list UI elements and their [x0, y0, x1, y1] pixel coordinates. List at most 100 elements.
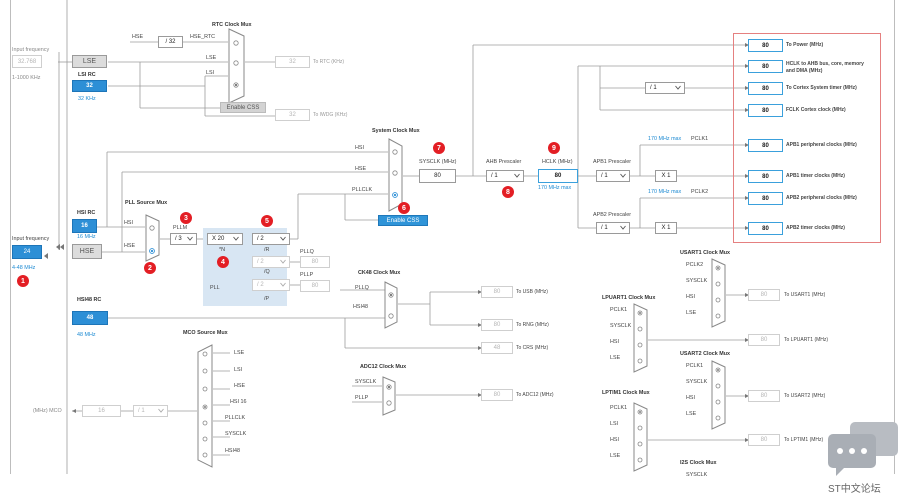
pllm-select[interactable]: / 3	[170, 233, 197, 245]
pllq-select[interactable]: / 2	[252, 256, 290, 268]
lptim1-clock-mux[interactable]	[633, 402, 648, 472]
apb2-prescaler-select[interactable]: / 1	[596, 222, 630, 234]
adc12-sysclk-label: SYSCLK	[355, 379, 377, 385]
lpuart1-input-pclk1: PCLK1	[610, 307, 628, 313]
apb2-timer-value[interactable]: 80	[748, 222, 783, 235]
mco-output-label: (MHz) MCO	[33, 408, 62, 414]
chevron-down-icon	[187, 236, 193, 241]
lpuart1-clock-mux[interactable]	[633, 303, 648, 373]
step-marker-4: 4	[217, 256, 229, 268]
lptim1-mux-title: LPTIM1 Clock Mux	[602, 390, 650, 396]
apb1-timer-value[interactable]: 80	[748, 170, 783, 183]
hse-input-frequency-field[interactable]: 24	[12, 245, 42, 259]
usb-clock-label: To USB (MHz)	[516, 289, 548, 295]
sysclk-value[interactable]: 80	[419, 169, 456, 183]
lsi-rc-frequency: 32 KHz	[78, 96, 96, 102]
lpuart1-input-hsi: HSI	[610, 339, 619, 345]
usart1-input-sysclk: SYSCLK	[686, 278, 708, 284]
step-marker-8: 8	[502, 186, 514, 198]
lse-oscillator[interactable]: LSE	[72, 55, 107, 68]
mco-mux-title: MCO Source Mux	[183, 330, 228, 336]
usart1-clock-mux[interactable]	[711, 258, 726, 328]
lptim1-input-hsi: HSI	[610, 437, 619, 443]
adc12-clock-mux[interactable]	[382, 376, 396, 416]
fclk-value[interactable]: 80	[748, 104, 783, 117]
hclk-value[interactable]: 80	[538, 169, 578, 183]
ck48-pllq-label: PLLQ	[355, 285, 369, 291]
mco-divider-select[interactable]: / 1	[133, 405, 168, 417]
system-mux-pllclk-label: PLLCLK	[352, 187, 373, 193]
lptim1-input-lse: LSE	[610, 453, 621, 459]
pllq-output-label: PLLQ	[300, 249, 314, 255]
mco-input-hsi48: HSI48	[225, 448, 240, 454]
pll-source-mux[interactable]	[145, 214, 160, 262]
pllr-select[interactable]: / 2	[252, 233, 290, 245]
usart2-input-lse: LSE	[686, 411, 697, 417]
power-clock-value[interactable]: 80	[748, 39, 783, 52]
lse-input-frequency-label: Input frequency	[12, 47, 50, 53]
apb2-max-label: 170 MHz max	[648, 189, 682, 195]
usart2-input-hsi: HSI	[686, 395, 695, 401]
apb2-prescaler-value: / 1	[601, 225, 608, 231]
system-mux-hse-label: HSE	[355, 166, 367, 172]
lptim1-input-lsi: LSI	[610, 421, 619, 427]
ck48-clock-mux[interactable]	[384, 281, 398, 329]
pllm-value: / 3	[175, 236, 182, 242]
ck48-mux-title: CK48 Clock Mux	[358, 270, 401, 276]
system-clock-mux[interactable]	[388, 138, 403, 212]
lsi-rc-value: 32	[72, 80, 107, 92]
apb1-prescaler-label: APB1 Prescaler	[593, 159, 632, 165]
hse-rtc-divider[interactable]: / 32	[158, 36, 183, 48]
mco-source-mux[interactable]	[197, 344, 213, 468]
lpuart1-input-lse: LSE	[610, 355, 621, 361]
i2s-mux-title: I2S Clock Mux	[680, 460, 717, 466]
usart1-clock-value: 80	[748, 289, 780, 301]
rtc-clock-mux[interactable]	[228, 28, 245, 104]
lse-input-frequency-field[interactable]: 32.768	[12, 55, 42, 68]
cortex-timer-divider-value: / 1	[650, 85, 657, 91]
rtc-value: 32	[275, 56, 310, 68]
chevron-down-icon	[620, 173, 626, 178]
apb1-prescaler-select[interactable]: / 1	[596, 170, 630, 182]
plln-select[interactable]: X 20	[207, 233, 243, 245]
cortex-timer-value[interactable]: 80	[748, 82, 783, 95]
rng-clock-label: To RNG (MHz)	[516, 322, 549, 328]
hse-oscillator[interactable]: HSE	[72, 244, 102, 259]
pll-source-mux-title: PLL Source Mux	[125, 200, 168, 206]
lse-frequency-range: 1-1000 KHz	[12, 75, 41, 81]
ahb-prescaler-select[interactable]: / 1	[486, 170, 524, 182]
cortex-timer-label: To Cortex System timer (MHz)	[786, 85, 857, 91]
iwdg-value: 32	[275, 109, 310, 121]
mco-value: 16	[82, 405, 121, 417]
apb1-peripheral-value[interactable]: 80	[748, 139, 783, 152]
cortex-timer-divider-select[interactable]: / 1	[645, 82, 685, 94]
hsi-rc-frequency: 16 MHz	[77, 234, 96, 240]
i2s-input-sysclk: SYSCLK	[686, 472, 708, 478]
usart2-clock-mux[interactable]	[711, 360, 726, 430]
usart1-mux-title: USART1 Clock Mux	[680, 250, 731, 256]
apb2-timer-label: APB2 timer clocks (MHz)	[786, 225, 845, 231]
chevron-down-icon	[280, 259, 286, 264]
lpuart1-clock-label: To LPUART1 (MHz)	[784, 337, 829, 343]
rtc-enable-css-button[interactable]: Enable CSS	[220, 102, 266, 113]
pllp-select[interactable]: / 2	[252, 279, 290, 291]
usart2-input-sysclk: SYSCLK	[686, 379, 708, 385]
usart2-mux-title: USART2 Clock Mux	[680, 351, 731, 357]
hse-frequency-range: 4-48 MHz	[12, 265, 36, 271]
apb2-peripheral-value[interactable]: 80	[748, 192, 783, 205]
system-enable-css-button[interactable]: Enable CSS	[378, 215, 428, 226]
sysclk-label: SYSCLK (MHz)	[419, 159, 457, 165]
lptim1-clock-value: 80	[748, 434, 780, 446]
lptim1-clock-label: To LPTIM1 (MHz)	[784, 437, 824, 443]
hsi-rc-value: 16	[72, 219, 97, 233]
apb1-prescaler-value: / 1	[601, 173, 608, 179]
adc12-mux-title: ADC12 Clock Mux	[360, 364, 407, 370]
chevron-down-icon	[280, 282, 286, 287]
pllr-value: / 2	[257, 236, 264, 242]
apb2-prescaler-label: APB2 Prescaler	[593, 212, 632, 218]
hclk-ahb-value[interactable]: 80	[748, 60, 783, 73]
pllq-output-value: 80	[300, 256, 330, 268]
mco-input-sysclk: SYSCLK	[225, 431, 247, 437]
hsi48-rc-value: 48	[72, 311, 108, 325]
